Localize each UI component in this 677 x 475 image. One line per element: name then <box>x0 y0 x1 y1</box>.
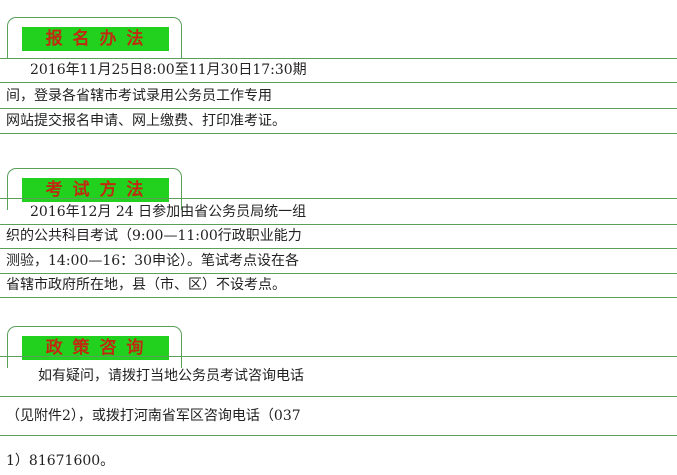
paragraph-line-last: 1）81671600。 <box>0 436 677 475</box>
line-text: 2016年12月 24 日参加由省公务员局统一组 <box>30 204 307 220</box>
line-text: （见附件2），或拨打河南省军区咨询电话（037 <box>6 408 301 424</box>
section-title: 报 名 办 法 <box>22 27 169 51</box>
paragraph-line: 织的公共科目考试（9:00—11:00行政职业能力 <box>0 225 677 249</box>
line-text: 织的公共科目考试（9:00—11:00行政职业能力 <box>6 228 302 244</box>
section-tab-frame: 报 名 办 法 <box>7 17 182 59</box>
paragraph-line: 间，登录各省辖市考试录用公务员工作专用 <box>0 83 677 109</box>
paragraph-line: （见附件2），或拨打河南省军区咨询电话（037 <box>0 397 677 436</box>
section-tab-frame: 政 策 咨 询 <box>7 326 182 368</box>
paragraph-line: 网站提交报名申请、网上缴费、打印准考证。 <box>0 109 677 134</box>
paragraph-line: 2016年12月 24 日参加由省公务员局统一组 <box>0 199 677 225</box>
paragraph-line: 如有疑问，请拨打当地公务员考试咨询电话 <box>0 357 677 397</box>
paragraph-line: 2016年11月25日8:00至11月30日17:30期 <box>0 59 677 83</box>
section-divider <box>0 198 677 199</box>
line-text: 网站提交报名申请、网上缴费、打印准考证。 <box>6 113 286 129</box>
section-policy-consultation: 政 策 咨 询 如有疑问，请拨打当地公务员考试咨询电话 （见附件2），或拨打河南… <box>0 326 677 475</box>
line-text: 如有疑问，请拨打当地公务员考试咨询电话 <box>38 368 304 384</box>
paragraph-line: 省辖市政府所在地，县（市、区）不设考点。 <box>0 274 677 298</box>
line-text: 省辖市政府所在地，县（市、区）不设考点。 <box>6 277 286 293</box>
line-text: 2016年11月25日8:00至11月30日17:30期 <box>30 62 307 78</box>
line-text: 间，登录各省辖市考试录用公务员工作专用 <box>6 88 272 104</box>
section-divider <box>0 356 677 357</box>
line-text: 1）81671600。 <box>6 453 115 469</box>
paragraph-line: 测验，14:00—16：30申论）。笔试考点设在各 <box>0 249 677 274</box>
section-exam-method: 考 试 方 法 2016年12月 24 日参加由省公务员局统一组 织的公共科目考… <box>0 168 677 303</box>
section-divider <box>0 58 677 59</box>
line-text: 测验，14:00—16：30申论）。笔试考点设在各 <box>6 253 299 269</box>
section-registration: 报 名 办 法 2016年11月25日8:00至11月30日17:30期 间，登… <box>0 17 677 137</box>
